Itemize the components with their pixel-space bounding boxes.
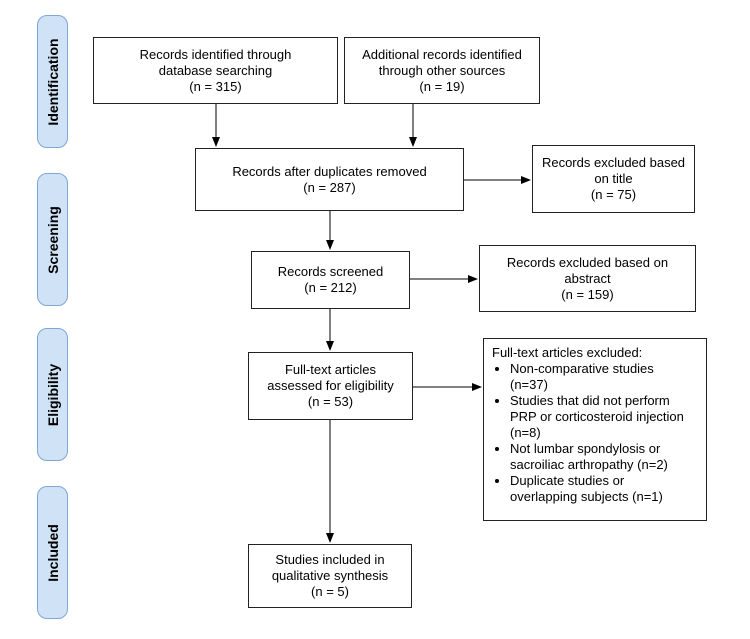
records-identified-database-box: Records identified through database sear… — [93, 37, 338, 104]
phase-included: Included — [37, 486, 68, 619]
fulltext-excluded-title: Full-text articles excluded: — [492, 345, 643, 360]
fulltext-assessed-box: Full-text articles assessed for eligibil… — [248, 352, 413, 420]
fulltext-assessed-text: Full-text articles assessed for eligibil… — [267, 362, 394, 409]
additional-records-box: Additional records identified through ot… — [344, 37, 540, 104]
phase-screening: Screening — [37, 173, 68, 306]
records-excluded-title-box: Records excluded based on title (n = 75) — [532, 145, 695, 213]
studies-included-text: Studies included in qualitative synthesi… — [271, 552, 389, 599]
fulltext-excluded-box: Full-text articles excluded: Non-compara… — [483, 338, 707, 521]
fulltext-excluded-item: Not lumbar spondylosis or sacroiliac art… — [510, 441, 698, 473]
additional-records-text: Additional records identified through ot… — [362, 46, 522, 94]
records-excluded-abstract-text: Records excluded based on abstract (n = … — [506, 254, 669, 302]
fulltext-excluded-item: Studies that did not perform PRP or cort… — [510, 393, 698, 441]
records-identified-database-text: Records identified through database sear… — [139, 46, 292, 94]
fulltext-excluded-item: Non-comparative studies (n=37) — [510, 361, 698, 393]
records-after-duplicates-text: Records after duplicates removed (n = 28… — [232, 163, 427, 195]
records-screened-box: Records screened (n = 212) — [251, 251, 410, 309]
fulltext-excluded-list: Non-comparative studies (n=37) Studies t… — [492, 361, 698, 505]
records-excluded-title-text: Records excluded based on title (n = 75) — [541, 155, 686, 202]
records-excluded-abstract-box: Records excluded based on abstract (n = … — [479, 245, 696, 312]
phase-identification: Identification — [37, 15, 68, 148]
phase-eligibility: Eligibility — [37, 328, 68, 461]
studies-included-box: Studies included in qualitative synthesi… — [248, 544, 412, 608]
records-after-duplicates-box: Records after duplicates removed (n = 28… — [195, 148, 464, 211]
records-screened-text: Records screened (n = 212) — [277, 264, 384, 295]
fulltext-excluded-item: Duplicate studies or overlapping subject… — [510, 473, 698, 505]
